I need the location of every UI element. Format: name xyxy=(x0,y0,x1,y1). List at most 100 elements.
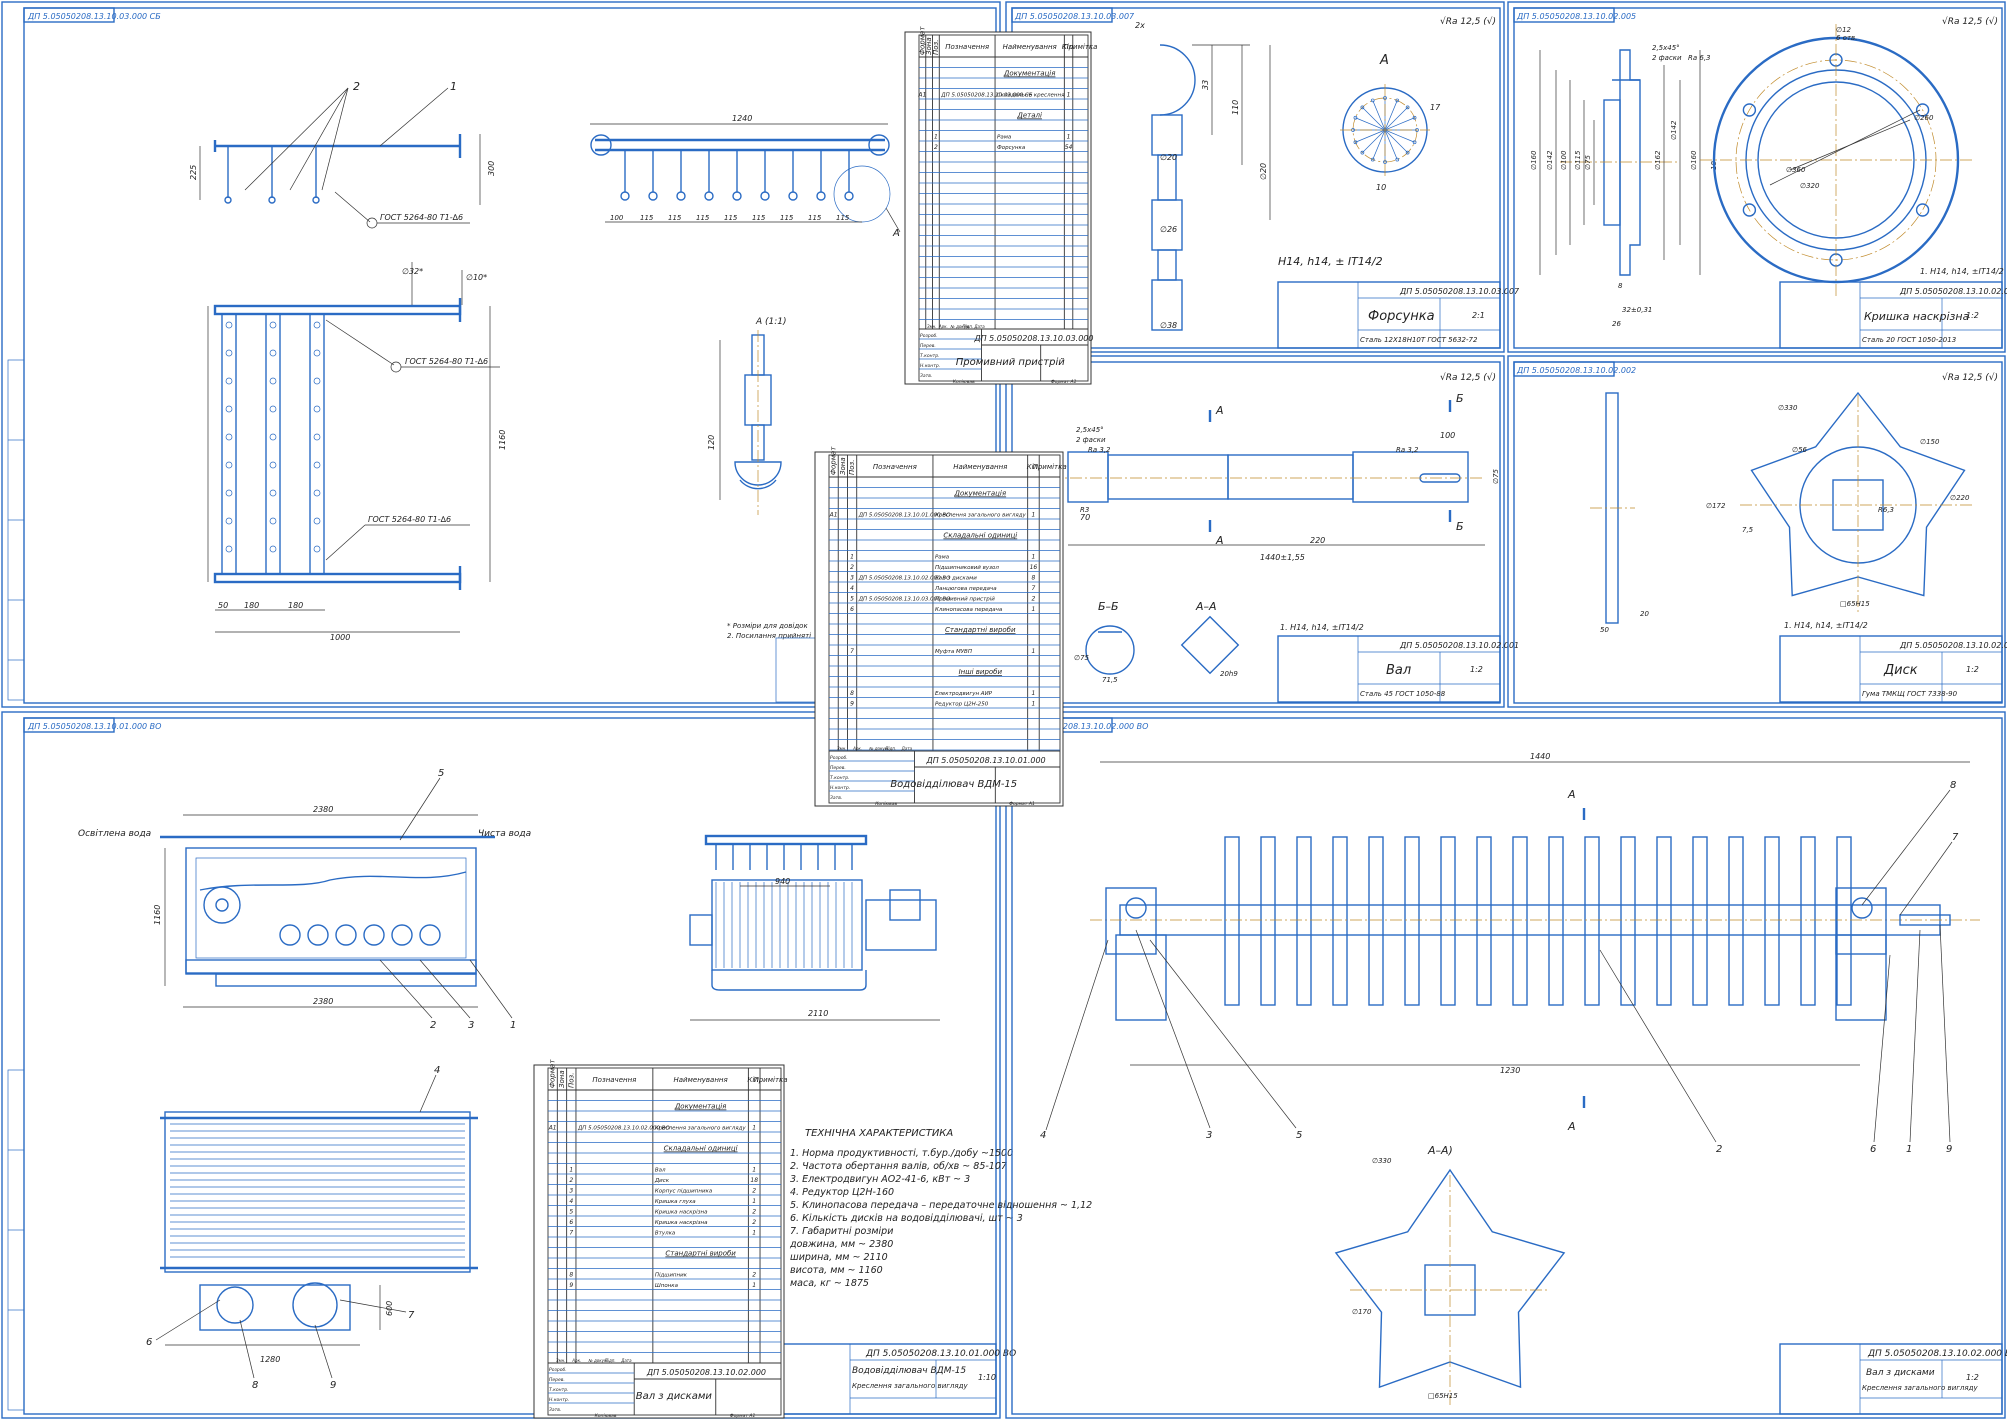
spec1-section-heading: Деталі xyxy=(1016,112,1042,120)
spec3-cell: 1 xyxy=(752,1167,756,1174)
cover-dim-320: ∅320 xyxy=(1800,182,1820,190)
nozzle-hole xyxy=(1412,115,1417,120)
nozzle-dim-10: 17 xyxy=(1430,103,1441,112)
cover-dim-142b: ∅160 xyxy=(1690,150,1698,170)
spec2-cell: 1 xyxy=(1032,554,1036,561)
spec3-header-cell: Формат xyxy=(549,1059,557,1088)
spec3-header-cell: Примітка xyxy=(753,1076,787,1084)
shaft-stamp-code: ДП 5.05050208.13.10.02.001 xyxy=(1399,641,1519,650)
spec3-cell: 2 xyxy=(569,1177,573,1184)
dim-50: 50 xyxy=(218,601,228,610)
spec2-cell: Клинопасова передача xyxy=(935,607,1003,613)
callout-1: 1 xyxy=(450,80,457,93)
cover-hole-count: 6 отв. xyxy=(1836,34,1857,42)
cover-dim-75: ∅162 xyxy=(1654,150,1662,170)
nozzle-mark xyxy=(269,321,277,329)
spec2-stamp-code: ДП 5.05050208.13.10.01.000 xyxy=(926,756,1046,765)
shaft-tol: 1. H14, h14, ±IT14/2 xyxy=(1280,623,1364,632)
nozzle-hole xyxy=(1395,157,1400,162)
spec2-stamp-col-label: Підп. xyxy=(886,746,897,751)
swd-callout-4: 4 xyxy=(1040,1130,1046,1141)
swd-sect-dim-170: ∅170 xyxy=(1352,1308,1372,1316)
spec1-cell: 1 xyxy=(1067,92,1071,99)
spec2-cell: 1 xyxy=(1032,701,1036,708)
spec3-cell: 7 xyxy=(569,1230,573,1237)
nozzle-mark xyxy=(225,461,233,469)
nozzle-head xyxy=(648,191,658,201)
shaft-section-b-top: Б xyxy=(1456,392,1464,405)
cover-dim-260: ∅260 xyxy=(1914,114,1934,122)
spec1-cell: Рама xyxy=(997,135,1012,141)
spec1-stamp-title: Промивний пристрій xyxy=(956,356,1065,368)
sheet-nozzle: ДП 5.05050208.13.10.03.007 √Ra 12,5 (√) … xyxy=(1005,1,1520,353)
nozzle-mark xyxy=(313,321,321,329)
spec3-cell: 1 xyxy=(569,1167,573,1174)
nozzle-material: Сталь 12Х18Н10Т ГОСТ 5632-72 xyxy=(1360,336,1478,344)
spec3-cell: 3 xyxy=(569,1188,573,1195)
tech-line: ширина, мм ~ 2110 xyxy=(790,1252,888,1263)
swd-disk xyxy=(1332,836,1348,1006)
spec3-cell: 1 xyxy=(752,1230,756,1237)
cover-scale: 1:2 xyxy=(1966,311,1979,320)
cover-hole-dia: ∅12 xyxy=(1836,26,1852,34)
nozzle-mark xyxy=(225,377,233,385)
spec2-inner xyxy=(828,454,1061,804)
nozzle-mark xyxy=(225,321,233,329)
shaft-section-b-bottom: Б xyxy=(1456,520,1464,533)
cover-chamfer: 2,5x45° xyxy=(1652,44,1680,52)
nozzle-hole xyxy=(1405,105,1410,110)
spec2-cell: 1 xyxy=(1032,690,1036,697)
spec3-cell: Кришка наскрізна xyxy=(655,1220,708,1226)
nozzle-dim-d20b: 10 xyxy=(1376,183,1386,192)
cover-stamp-code: ДП 5.05050208.13.10.02.005 xyxy=(1899,287,2007,296)
spec2-header-cell: Примітка xyxy=(1033,463,1067,471)
spec1-stamp-code: ДП 5.05050208.13.10.03.000 xyxy=(973,334,1093,343)
spec2-cell: А1 xyxy=(829,512,838,519)
spec3-header-cell: Найменування xyxy=(674,1076,728,1084)
spec1-cell: 1 xyxy=(1067,134,1071,141)
spec3-cell: Кришка глуха xyxy=(655,1199,696,1205)
disk-dim-50: 50 xyxy=(1600,626,1609,634)
spec3-stamp-col-label: Змн. xyxy=(556,1358,565,1363)
spec2-cell: Вал з дисками xyxy=(935,576,977,582)
spec2-frame xyxy=(814,451,1064,807)
nozzle-mark xyxy=(313,377,321,385)
shaft-scale: 1:2 xyxy=(1470,665,1483,674)
spec1-header-cell: Поз. xyxy=(932,40,940,56)
shaft-title: Вал xyxy=(1386,663,1411,678)
cover-dim-162: ∅142 xyxy=(1670,120,1678,140)
dim-115-8: 115 xyxy=(836,214,850,222)
spec3-section-heading: Стандартні вироби xyxy=(665,1250,736,1258)
spec3-header-cell: Позначення xyxy=(592,1076,636,1084)
disk-dim-65: □65Н15 xyxy=(1840,600,1870,608)
spec2-header-cell: Поз. xyxy=(848,460,856,476)
nozzle-mark xyxy=(269,489,277,497)
nozzle-dim-d26: ∅26 xyxy=(1160,225,1177,234)
nozzle-scale: 2:1 xyxy=(1472,311,1485,320)
sheet5-code: ДП 5.05050208.13.10.02.002 xyxy=(1516,366,1636,375)
spec3-stamp-col-label: № докум. xyxy=(588,1358,609,1363)
cover-dim-18: 8 xyxy=(1618,282,1623,290)
spec2-header-cell: Кіл. xyxy=(1027,463,1041,471)
swd-dim-1440: 1440 xyxy=(1530,752,1550,761)
spec2-cell: 1 xyxy=(850,554,854,561)
sprocket xyxy=(279,924,301,946)
swd-callout-7: 7 xyxy=(1952,832,1959,843)
spec2-cell: 9 xyxy=(850,701,854,708)
spec3-cell: 5 xyxy=(569,1209,573,1216)
spec3-stamp-row-label: Т.контр. xyxy=(549,1387,569,1393)
sheet7-code: ДП 5.05050208.13.10.02.000 ВО xyxy=(1014,722,1148,731)
spec3-stamp-row-label: Перев. xyxy=(549,1377,565,1383)
view-a-label: А xyxy=(892,228,900,239)
nozzle-mark xyxy=(225,489,233,497)
spec2-section-heading: Інші вироби xyxy=(959,668,1003,676)
spec3-header-cell: Кіл. xyxy=(747,1076,761,1084)
cover-dim-115: ∅75 xyxy=(1584,154,1592,170)
spec2-cell: 1 xyxy=(1032,606,1036,613)
nozzle-stamp-code: ДП 5.05050208.13.10.03.007 xyxy=(1399,287,1520,296)
nozzle-mark xyxy=(269,349,277,357)
nozzle-mark xyxy=(269,405,277,413)
gv-stamp-title: Водовідділювач ВДМ-15 xyxy=(852,1366,966,1376)
spec1-cell: 54 xyxy=(1065,144,1073,151)
dim-300: 300 xyxy=(487,161,496,176)
